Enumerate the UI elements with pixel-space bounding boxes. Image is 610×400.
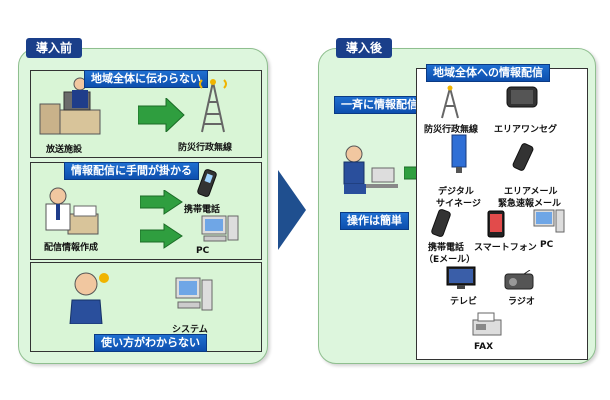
callout-takes-effort: 情報配信に手間が掛かる (64, 162, 199, 180)
label-signage-2: サイネージ (436, 199, 481, 209)
label-fax: FAX (474, 342, 494, 352)
label-signage-1: デジタル (438, 187, 474, 197)
area-mail-phone-icon (512, 143, 534, 171)
system-pc-icon (175, 277, 213, 311)
label-radio: ラジオ (508, 297, 535, 307)
worried-person-icon (45, 187, 99, 235)
label-bousai-after: 防災行政無線 (424, 125, 479, 135)
label-mobile-after: 携帯電話 (428, 243, 465, 253)
big-arrow-icon (278, 170, 306, 250)
tv-icon (446, 266, 476, 289)
mobile-phone-icon (197, 169, 217, 197)
region-title: 地域全体への情報配信 (426, 64, 550, 82)
label-bousai: 防災行政無線 (178, 143, 233, 153)
radio-tower-icon (441, 85, 459, 119)
operator-pc-icon (343, 145, 398, 194)
callout-broadcast-all: 一斉に情報配信 (334, 96, 425, 114)
broadcast-facility-icon (39, 77, 101, 135)
radio-icon (504, 270, 534, 290)
label-broadcast-facility: 放送施設 (46, 145, 83, 155)
callout-easy-operation: 操作は簡単 (340, 212, 409, 230)
label-emergency-mail: 緊急速報メール (498, 199, 562, 209)
label-area-mail: エリアメール (504, 187, 558, 197)
label-mobile: 携帯電話 (184, 205, 221, 215)
fax-icon (472, 312, 502, 336)
arrow-right-icon (138, 98, 185, 132)
oneseg-device-icon (506, 86, 538, 108)
mobile-phone-icon (431, 209, 451, 237)
label-create-info: 配信情報作成 (44, 243, 99, 253)
label-pc-after: PC (540, 240, 554, 250)
callout-dont-know-how: 使い方がわからない (94, 334, 207, 352)
after-title: 導入後 (336, 38, 393, 58)
label-oneseg: エリアワンセグ (494, 125, 558, 135)
label-system: システム (172, 325, 208, 335)
before-title: 導入前 (26, 38, 83, 58)
radio-tower-icon (199, 79, 227, 133)
label-tv: テレビ (450, 297, 478, 307)
callout-not-reach: 地域全体に伝わらない (84, 70, 208, 88)
smartphone-icon (487, 210, 505, 238)
split-arrow-icon (140, 190, 183, 249)
label-smartphone: スマートフォン (474, 243, 537, 253)
confused-person-icon (69, 272, 109, 324)
pc-icon (533, 209, 565, 233)
signage-icon (451, 134, 467, 173)
pc-icon (201, 215, 239, 242)
label-pc: PC (196, 246, 210, 256)
label-email: （Eメール） (424, 255, 476, 265)
